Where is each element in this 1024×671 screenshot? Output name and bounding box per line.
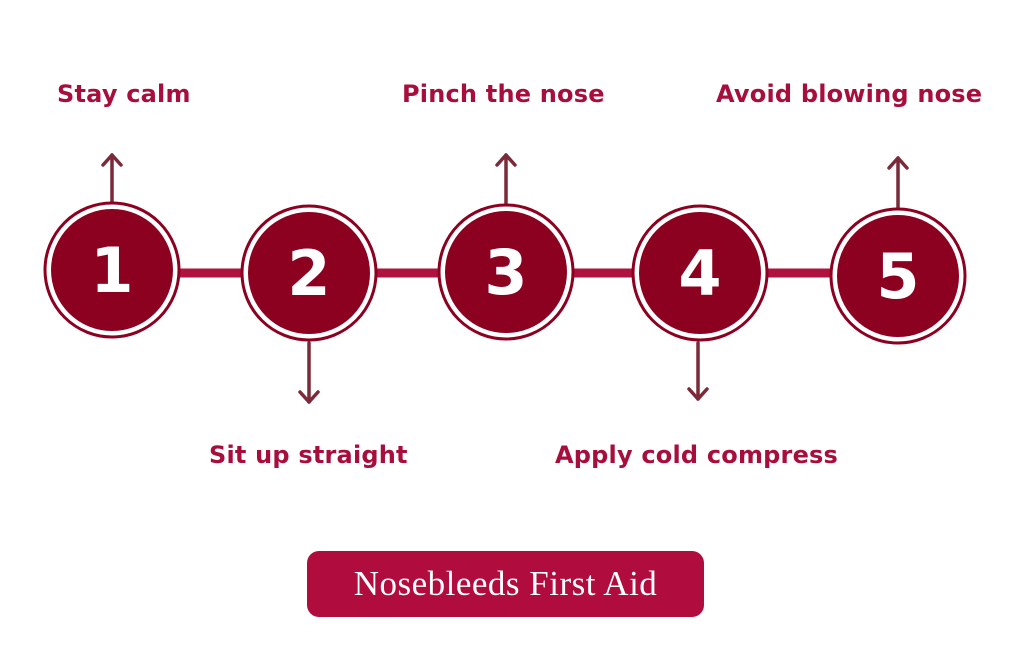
step-3-label: Pinch the nose bbox=[402, 80, 605, 108]
title-badge: Nosebleeds First Aid bbox=[307, 551, 704, 617]
page-title: Nosebleeds First Aid bbox=[353, 564, 658, 603]
step-5-circle: 5 bbox=[829, 207, 967, 345]
step-3-circle: 3 bbox=[437, 203, 575, 341]
step-3-number: 3 bbox=[484, 236, 527, 309]
step-4-number: 4 bbox=[678, 237, 721, 310]
step-2-circle: 2 bbox=[240, 204, 378, 342]
step-1-circle: 1 bbox=[43, 201, 181, 339]
step-1-number: 1 bbox=[90, 234, 133, 307]
arrow-up-icon bbox=[887, 156, 909, 210]
arrow-down-icon bbox=[298, 341, 320, 404]
step-1-label: Stay calm bbox=[57, 80, 191, 108]
arrow-down-icon bbox=[687, 341, 709, 401]
step-4-label: Apply cold compress bbox=[555, 441, 839, 469]
step-4-circle: 4 bbox=[631, 204, 769, 342]
step-2-label: Sit up straight bbox=[209, 441, 408, 469]
step-2-number: 2 bbox=[287, 237, 330, 310]
arrow-up-icon bbox=[495, 153, 517, 208]
step-5-number: 5 bbox=[876, 240, 919, 313]
step-5-label: Avoid blowing nose bbox=[716, 80, 983, 108]
arrow-up-icon bbox=[101, 153, 123, 207]
